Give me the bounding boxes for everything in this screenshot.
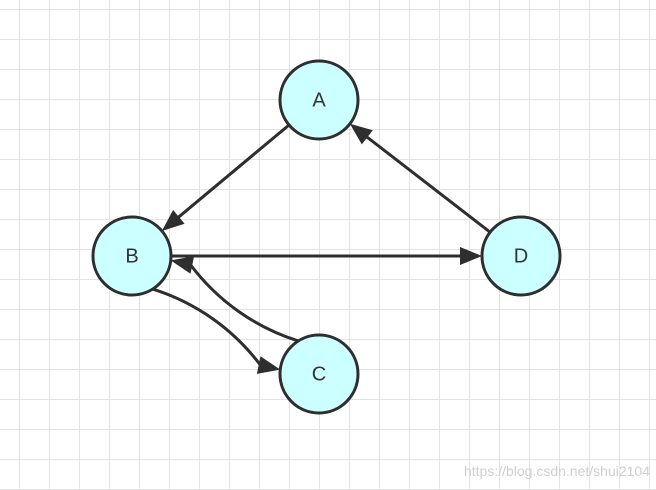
node-circle xyxy=(278,59,360,141)
arrowhead-icon xyxy=(349,123,373,145)
arrowhead-icon xyxy=(256,356,281,374)
node-circle xyxy=(480,215,562,297)
node-label: B xyxy=(125,245,138,267)
node-label: D xyxy=(514,245,528,267)
edge-b-to-d xyxy=(171,247,482,265)
node-a: A xyxy=(278,59,360,141)
node-d: D xyxy=(480,215,562,297)
node-label: C xyxy=(312,363,326,385)
edge-line xyxy=(364,134,492,234)
edge-line xyxy=(189,263,299,343)
edge-line xyxy=(152,287,262,367)
node-label: A xyxy=(312,89,326,111)
edge-c-to-b xyxy=(170,256,299,343)
arrowhead-icon xyxy=(170,256,195,274)
node-b: B xyxy=(91,215,173,297)
edge-line xyxy=(176,123,291,220)
node-circle xyxy=(91,215,173,297)
arrowhead-icon xyxy=(161,210,185,231)
node-c: C xyxy=(278,333,360,415)
watermark-text: https://blog.csdn.net/shui2104 xyxy=(463,463,650,479)
edge-d-to-a xyxy=(349,123,492,234)
arrowhead-icon xyxy=(460,247,482,265)
edges-layer xyxy=(152,123,492,374)
edge-b-to-c xyxy=(152,287,281,374)
nodes-layer: A B C D xyxy=(91,59,562,415)
edge-a-to-b xyxy=(161,123,291,231)
node-circle xyxy=(278,333,360,415)
